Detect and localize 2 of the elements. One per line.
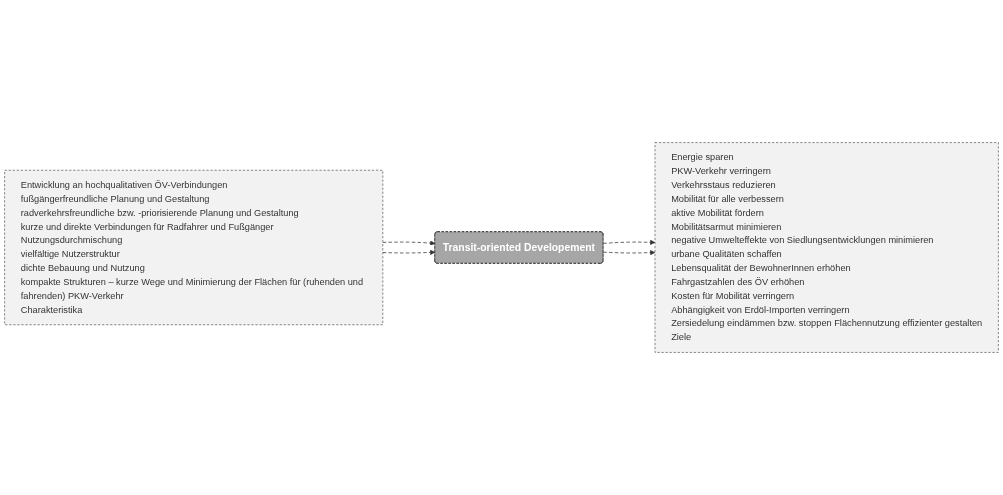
node-box: Energie sparen PKW-Verkehr verringern Verkehrsstaus reduzieren Mobilität für alle verbessern aktive Mobilität fördern Mobilitätsarmut minimieren negative Umwelteffekte von Siedlungsentwicklungen minimieren urbane Qualitäten schaffen Lebensqualität der BewohnerInnen erhöhen Fahrgastzahlen des ÖV erhöhen Kosten für Mobilität verringern Abhängigkeit von Erdöl-Importen verringern Zersiedelung eindämmen bzw. stoppen Flächennutzung effizienter gestalten Ziele <box>654 142 999 353</box>
node-box: Entwicklung an hochqualitativen ÖV-Verbindungen fußgängerfreundliche Planung und Gestaltung radverkehrsfreundliche bzw. -priorisierende Planung und Gestaltung kurze und direkte Verbindungen für Radfahrer und Fußgänger Nutzungsdurchmischung vielfältige Nutzerstruktur dichte Bebauung und Nutzung kompakte Strukturen – kurze Wege und Minimierung der Flächen für (ruhenden und fahrenden) PKW-Verkehr Charakteristika <box>4 169 384 326</box>
